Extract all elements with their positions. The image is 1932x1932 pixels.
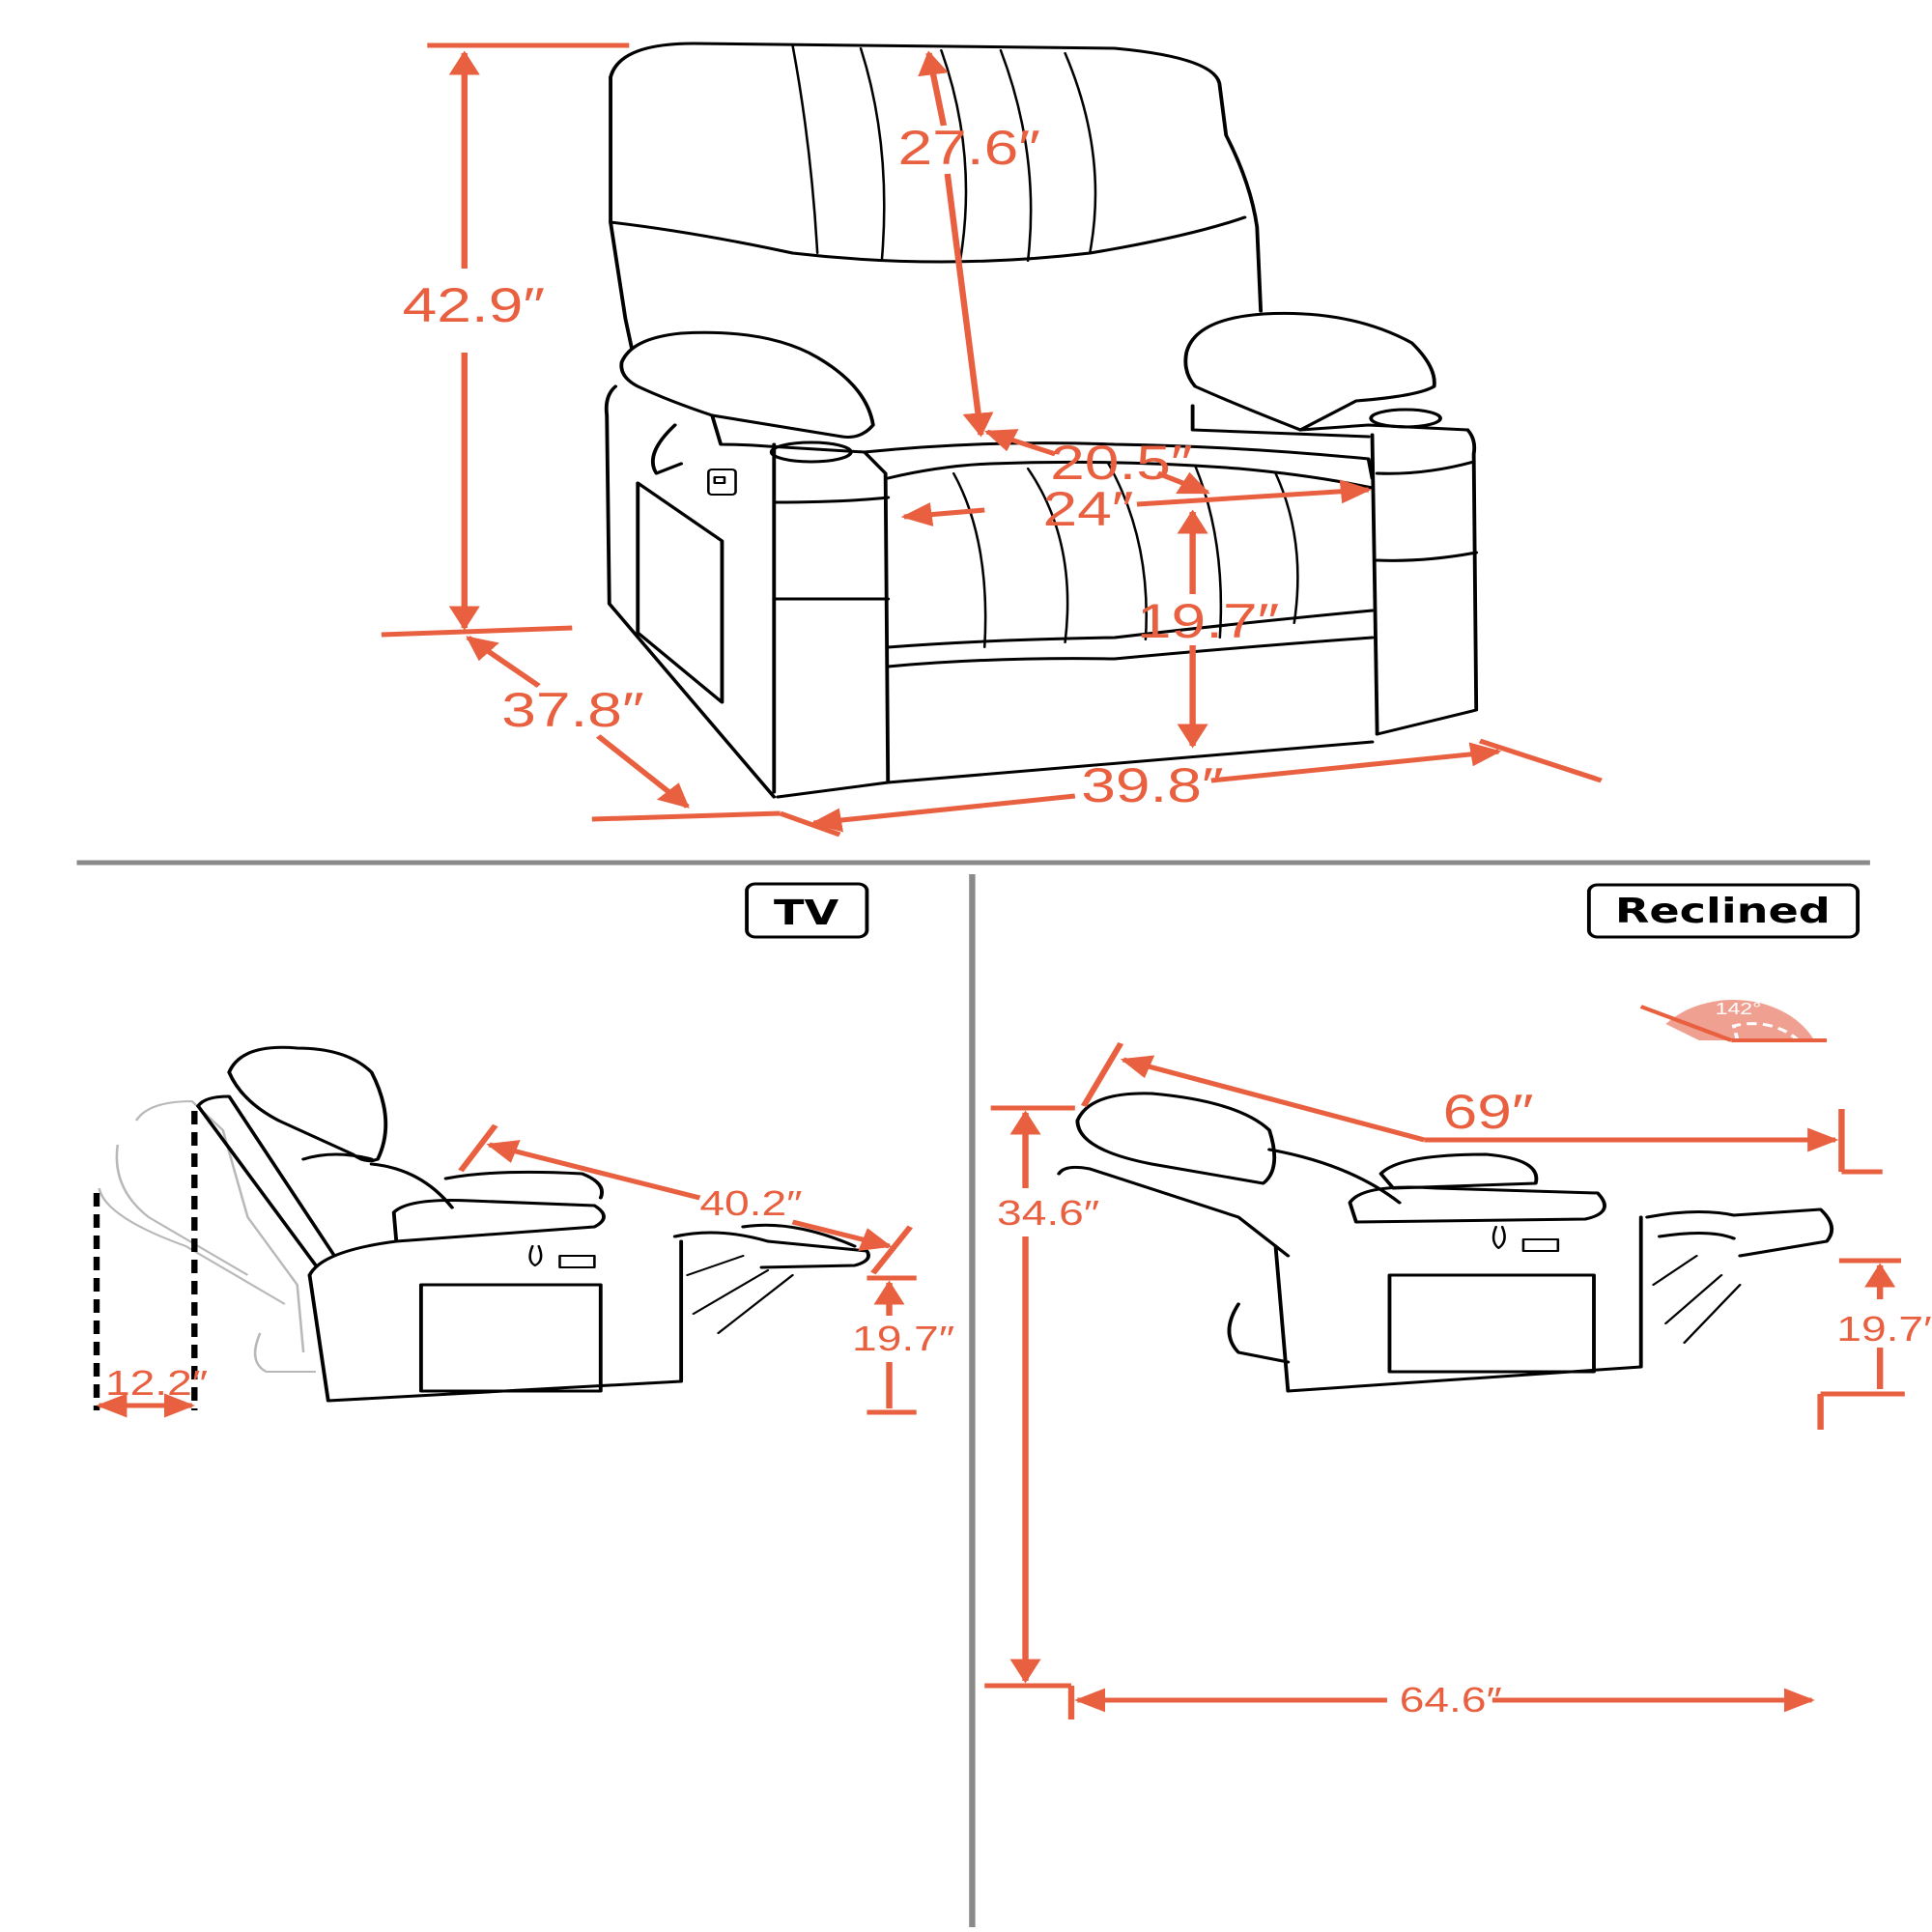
tv-label: TV [774,893,838,933]
reclined-label: Reclined [1615,891,1831,931]
seat-depth-label: 20.5″ [1050,437,1192,491]
tv-footrest-height-label: 19.7″ [852,1320,954,1358]
tv-label-box [745,882,869,939]
wall-clearance-label: 12.2″ [105,1364,208,1403]
seat-width-label: 24″ [1042,483,1133,537]
reclined-length-label: 69″ [1443,1086,1534,1140]
height-total-label: 42.9″ [403,279,545,333]
recline-angle-indicator: 142° [1639,999,1828,1042]
reclined-footrest-height-label: 19.7″ [1836,1310,1932,1349]
recline-angle-label: 142° [1716,999,1762,1018]
front-view-dimensions: 42.9″ 27.6″ 20.5″ 24″ 19.7″ 37.8″ 39.8″ [381,43,1603,838]
front-view-chair-drawing [604,42,1479,799]
floor-length-label: 64.6″ [1400,1681,1502,1719]
reclined-height-label: 34.6″ [997,1194,1099,1233]
tv-length-label: 40.2″ [699,1184,802,1223]
tv-position-panel: TV 40.2″ 19.7″ [93,882,954,1418]
backrest-height-label: 27.6″ [897,122,1039,176]
depth-label: 37.8″ [501,684,643,738]
width-label: 39.8″ [1081,759,1223,813]
reclined-label-box [1586,883,1861,939]
reclined-position-panel: Reclined 142° 69″ 3 [984,883,1932,1719]
seat-height-label: 19.7″ [1137,595,1279,649]
